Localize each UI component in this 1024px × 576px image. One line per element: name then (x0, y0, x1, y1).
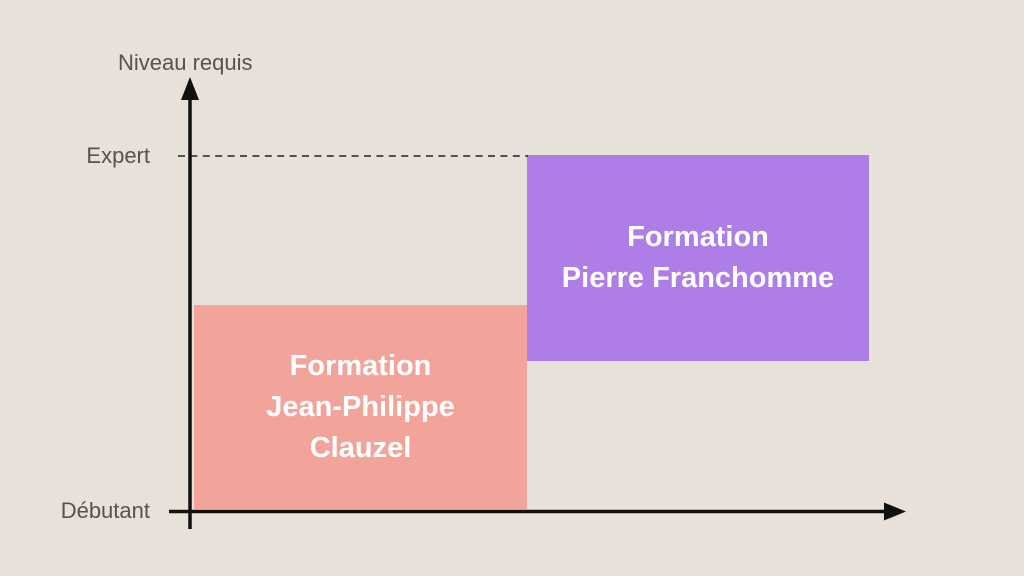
block-franchomme-label-line-1: Formation (627, 221, 769, 253)
y-tick-label-expert: Expert (86, 143, 150, 168)
block-formation-pierre-franchomme: Formation Pierre Franchomme (527, 155, 869, 361)
block-franchomme-label-line-2: Pierre Franchomme (561, 262, 835, 294)
block-clauzel-label-line-3: Clauzel (309, 431, 412, 464)
block-clauzel-label-line-2: Jean-Philippe (266, 390, 455, 423)
y-axis-arrowhead-icon (181, 77, 199, 100)
block-formation-jean-philippe-clauzel: Formation Jean-Philippe Clauzel (194, 305, 527, 509)
x-axis-arrowhead-icon (884, 502, 906, 521)
y-axis-title: Niveau requis (118, 50, 253, 75)
block-clauzel-label-line-1: Formation (289, 349, 432, 382)
y-tick-label-debutant: Débutant (60, 498, 150, 523)
